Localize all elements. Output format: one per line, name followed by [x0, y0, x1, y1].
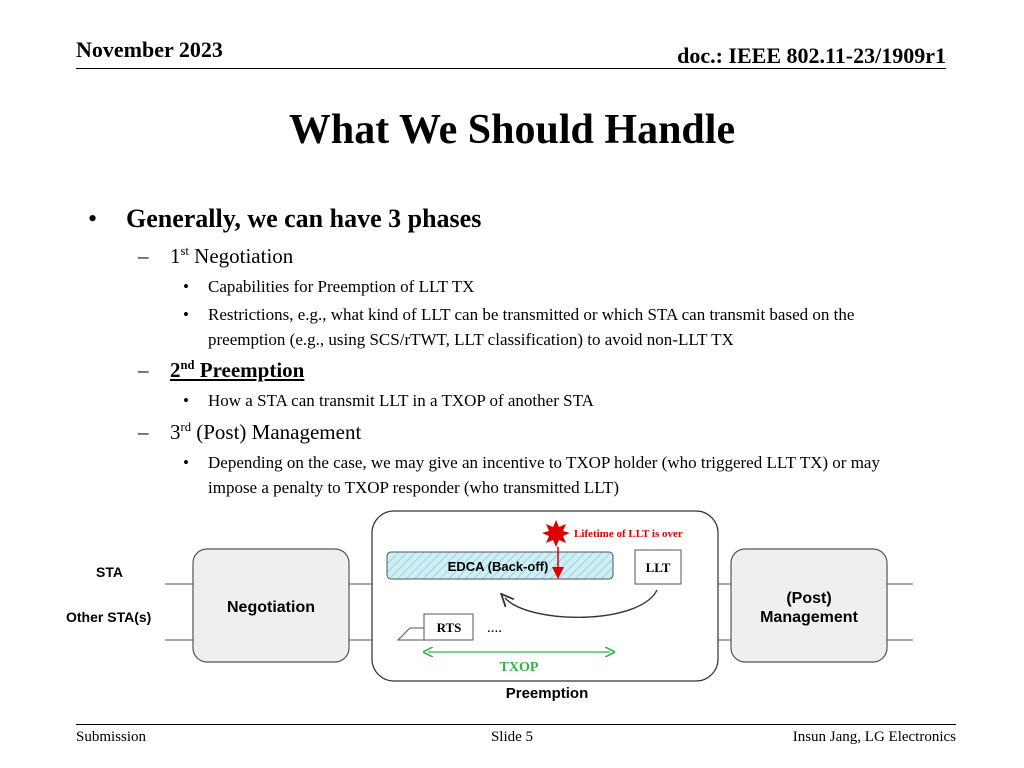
- footer-author: Insun Jang, LG Electronics: [792, 729, 956, 745]
- post-management-line1: (Post): [786, 590, 831, 607]
- rts-label: RTS: [437, 620, 462, 635]
- header-divider: [76, 68, 946, 69]
- rts-box: [423, 613, 474, 641]
- slide-title: What We Should Handle: [288, 107, 736, 153]
- llt-box: [634, 549, 682, 585]
- dash-marker: –: [138, 244, 149, 268]
- post-management-box: [730, 548, 888, 663]
- footer-submission: Submission: [76, 729, 147, 745]
- phase1-label: 1st Negotiation: [170, 244, 294, 268]
- lifetime-burst-icon: [542, 520, 570, 547]
- footer-divider: [76, 724, 956, 725]
- bullet-marker: •: [183, 453, 189, 472]
- bullet-main-text: Generally, we can have 3 phases: [126, 204, 482, 233]
- rts-dots: ....: [487, 620, 502, 636]
- bullet-marker: •: [88, 204, 98, 233]
- negotiation-box: [192, 548, 350, 663]
- dash-marker: –: [138, 420, 149, 444]
- bullet-marker: •: [183, 305, 189, 324]
- row-label-other-sta: Other STA(s): [66, 609, 151, 625]
- phase3-label: 3rd (Post) Management: [170, 420, 362, 444]
- preempt-curve-arrow: [505, 589, 658, 618]
- edca-label: EDCA (Back-off): [448, 559, 549, 574]
- post-management-line2: Management: [760, 609, 858, 626]
- dash-marker: –: [138, 358, 149, 382]
- footer-slide-number: Slide 5: [490, 729, 534, 745]
- preemption-label: Preemption: [506, 685, 589, 702]
- llt-label: LLT: [646, 560, 671, 575]
- bullet-marker: •: [183, 277, 189, 296]
- phase2-label: 2nd Preemption: [170, 358, 305, 382]
- row-label-sta: STA: [96, 564, 123, 580]
- bullet-marker: •: [183, 391, 189, 410]
- lifetime-label: Lifetime of LLT is over: [574, 528, 683, 540]
- txop-label: TXOP: [500, 660, 539, 675]
- header-doc-id: doc.: IEEE 802.11-23/1909r1: [677, 43, 946, 68]
- negotiation-label: Negotiation: [227, 599, 315, 616]
- header-date: November 2023: [76, 37, 223, 62]
